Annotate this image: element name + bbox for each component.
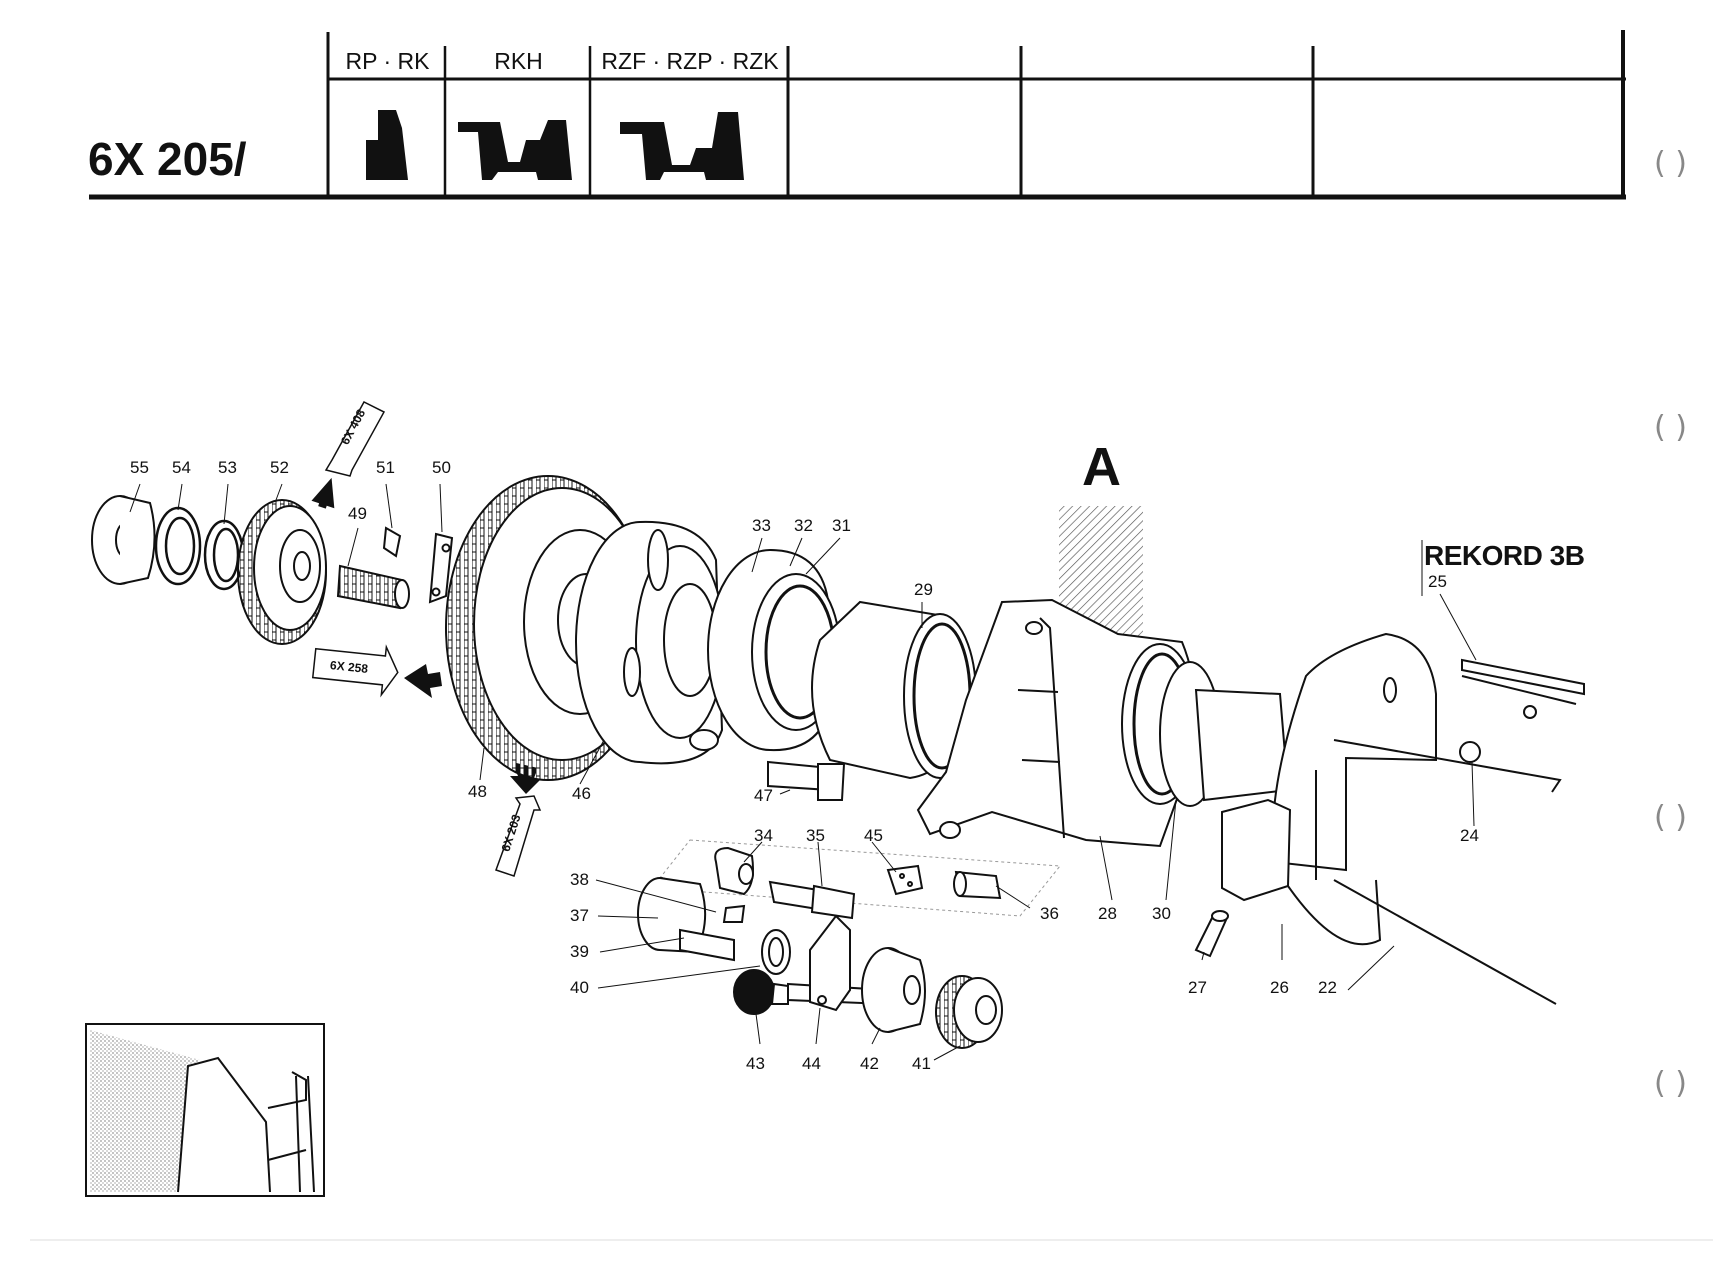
- callout-33: 33: [752, 516, 771, 535]
- callout-50: 50: [432, 458, 451, 477]
- inset-location-view: [85, 1023, 325, 1197]
- callout-26: 26: [1270, 978, 1289, 997]
- column-header-rp-rk: RP · RK: [345, 48, 430, 74]
- binding-hole-icon: ( ): [1654, 800, 1687, 835]
- rail-22: [1315, 658, 1585, 1005]
- document-number: 6X 205/: [88, 133, 247, 185]
- spindle-shaft: [1194, 688, 1290, 802]
- nut-41: [935, 975, 1003, 1049]
- callout-44: 44: [802, 1054, 821, 1073]
- binding-hole-icon: ( ): [1654, 1066, 1687, 1101]
- collar-55: [91, 495, 156, 585]
- section-letter: A: [1082, 437, 1121, 497]
- callout-25: 25: [1428, 572, 1447, 591]
- callout-28: 28: [1098, 904, 1117, 923]
- plate-44: [809, 914, 851, 1012]
- callout-55: 55: [130, 458, 149, 477]
- column-header-rkh: RKH: [494, 48, 543, 74]
- callout-36: 36: [1040, 904, 1059, 923]
- callout-51: 51: [376, 458, 395, 477]
- callout-41: 41: [912, 1054, 931, 1073]
- callout-32: 32: [794, 516, 813, 535]
- callout-34: 34: [754, 826, 773, 845]
- plate-45: [886, 864, 924, 896]
- bolt-49: [336, 564, 410, 610]
- gear-52: [237, 499, 327, 645]
- callout-52: 52: [270, 458, 289, 477]
- pin-47: [767, 760, 846, 801]
- binding-hole-icon: ( ): [1654, 146, 1687, 181]
- stud-36: [953, 870, 1002, 900]
- screw-27: [1194, 910, 1229, 958]
- bracket-26: [1221, 632, 1437, 946]
- knife-profile-rp-rk-icon: [366, 110, 408, 180]
- leader-lines: [129, 483, 1477, 1061]
- model-label: REKORD 3B: [1424, 540, 1585, 571]
- callout-31: 31: [832, 516, 851, 535]
- ring-40: [761, 929, 791, 975]
- knob-37: [637, 877, 746, 962]
- key-51: [382, 526, 402, 558]
- callout-39: 39: [570, 942, 589, 961]
- washer-50: [428, 532, 454, 604]
- callout-54: 54: [172, 458, 191, 477]
- callout-24: 24: [1460, 826, 1479, 845]
- knife-profile-rzf-icon: [620, 112, 744, 180]
- callout-53: 53: [218, 458, 237, 477]
- callout-48: 48: [468, 782, 487, 801]
- flange-46: [575, 520, 725, 765]
- callout-42: 42: [860, 1054, 879, 1073]
- callout-38: 38: [570, 870, 589, 889]
- arrow-left-6x258: [311, 644, 442, 698]
- callout-40: 40: [570, 978, 589, 997]
- column-header-rzf-rzp-rzk: RZF · RZP · RZK: [601, 48, 779, 74]
- callout-45: 45: [864, 826, 883, 845]
- small-parts-plane: [651, 839, 1061, 917]
- shaft-35: [768, 880, 856, 920]
- callout-47: 47: [754, 786, 773, 805]
- callout-37: 37: [570, 906, 589, 925]
- arrow-up-6x408: [311, 401, 386, 509]
- callout-43: 43: [746, 1054, 765, 1073]
- knife-profile-rkh-icon: [458, 120, 572, 180]
- callout-30: 30: [1152, 904, 1171, 923]
- callout-46: 46: [572, 784, 591, 803]
- binding-hole-icon: ( ): [1654, 410, 1687, 445]
- callout-29: 29: [914, 580, 933, 599]
- callout-35: 35: [806, 826, 825, 845]
- callout-49: 49: [348, 504, 367, 523]
- callout-27: 27: [1188, 978, 1207, 997]
- callout-22: 22: [1318, 978, 1337, 997]
- cone-42: [861, 947, 926, 1033]
- ring-54: [154, 506, 202, 586]
- housing-28: [916, 598, 1197, 848]
- sleeve-29: [811, 600, 977, 780]
- bush-34: [714, 846, 754, 896]
- header-table: [89, 30, 1626, 200]
